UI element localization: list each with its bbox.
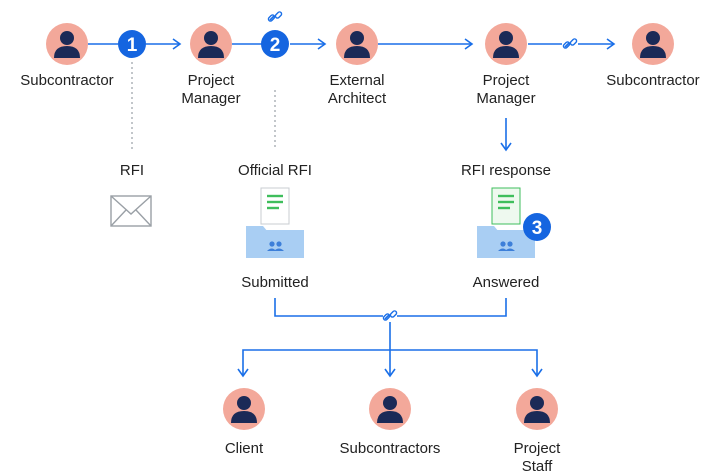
avatar-subcontractor-start xyxy=(46,23,88,65)
avatar-subcontractor-end xyxy=(632,23,674,65)
label-subcontractor-end: Subcontractor xyxy=(606,72,700,89)
step-badge-1: 1 xyxy=(118,30,146,58)
label-official-rfi: Official RFI xyxy=(238,162,312,179)
avatar-project-manager-2 xyxy=(485,23,527,65)
link-icon xyxy=(561,37,579,50)
svg-text:2: 2 xyxy=(270,35,281,56)
link-icon xyxy=(266,10,284,23)
official-rfi-folder-icon xyxy=(246,186,304,258)
label-external-architect: External Architect xyxy=(327,72,387,107)
distribution-connectors xyxy=(237,298,543,378)
link-icon xyxy=(381,309,399,322)
avatar-external-architect xyxy=(336,23,378,65)
step-badge-2: 2 xyxy=(261,30,289,58)
svg-text:3: 3 xyxy=(532,218,543,239)
avatar-project-staff xyxy=(516,388,558,430)
top-connectors xyxy=(88,38,616,152)
label-rfi: RFI xyxy=(119,162,145,179)
label-project-manager-1: Project Manager xyxy=(181,72,241,107)
avatar-project-manager-1 xyxy=(190,23,232,65)
avatar-subcontractors xyxy=(369,388,411,430)
status-answered: Answered xyxy=(472,274,540,291)
step-badge-3: 3 xyxy=(523,213,551,241)
label-subcontractors: Subcontractors xyxy=(339,440,441,457)
dotted-connectors xyxy=(131,62,276,150)
label-rfi-response: RFI response xyxy=(460,162,552,179)
label-project-manager-2: Project Manager xyxy=(476,72,536,107)
label-client: Client xyxy=(224,440,264,457)
envelope-icon xyxy=(110,195,152,227)
avatar-client xyxy=(223,388,265,430)
rfi-response-folder-icon xyxy=(477,187,535,258)
status-submitted: Submitted xyxy=(241,274,309,291)
label-project-staff: Project Staff xyxy=(513,440,561,475)
label-subcontractor-start: Subcontractor xyxy=(20,72,114,89)
svg-text:1: 1 xyxy=(127,35,138,56)
